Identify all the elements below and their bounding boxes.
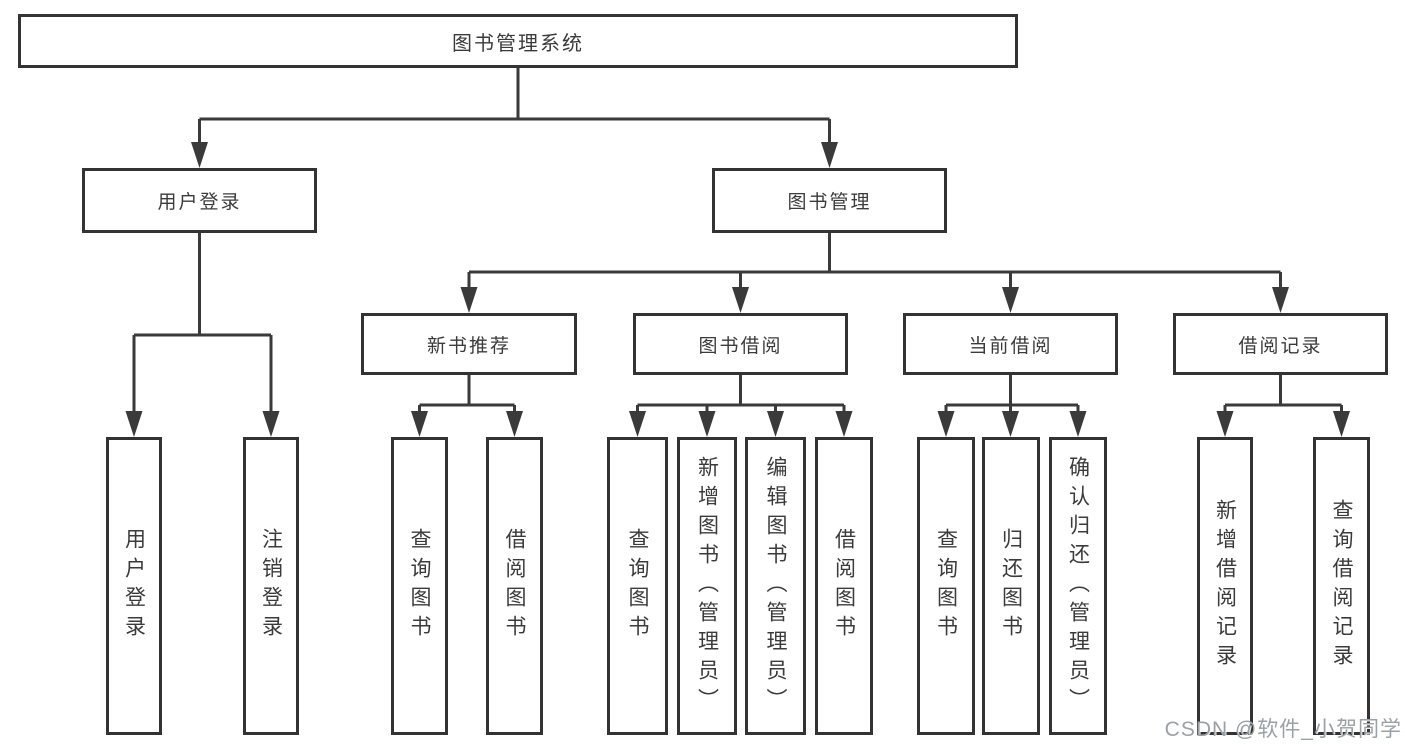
leaf-borrow-query-books-label: 查询图书 — [626, 528, 649, 644]
node-user-login-label: 用户登录 — [157, 192, 242, 213]
leaf-return-books: 归还图书 — [982, 437, 1040, 735]
node-book-management: 图书管理 — [712, 168, 947, 233]
leaf-recommend-query-books-label: 查询图书 — [408, 528, 431, 644]
node-root-label: 图书管理系统 — [452, 32, 584, 55]
leaf-current-query-books: 查询图书 — [917, 437, 975, 735]
leaf-borrow-books-label: 借阅图书 — [832, 528, 856, 644]
node-new-book-recommend-label: 新书推荐 — [426, 335, 511, 357]
leaf-borrow-query-books: 查询图书 — [607, 437, 668, 735]
leaf-query-borrow-record: 查询借阅记录 — [1313, 437, 1370, 735]
leaf-borrow-books: 借阅图书 — [815, 437, 873, 735]
leaf-recommend-query-books: 查询图书 — [391, 437, 448, 735]
leaf-confirm-return-admin-label: 确认归还（管理员） — [1066, 455, 1090, 717]
connector-paths — [132, 68, 1343, 415]
node-book-management-label: 图书管理 — [787, 192, 872, 213]
leaf-logout-label: 注销登录 — [259, 528, 283, 644]
node-borrow-records-label: 借阅记录 — [1238, 335, 1323, 357]
node-current-borrow-label: 当前借阅 — [968, 335, 1053, 357]
leaf-current-query-books-label: 查询图书 — [934, 528, 958, 644]
node-borrow-records: 借阅记录 — [1173, 313, 1388, 375]
leaf-add-books-admin-label: 新增图书（管理员） — [695, 455, 719, 717]
node-book-borrow: 图书借阅 — [633, 313, 848, 375]
node-new-book-recommend: 新书推荐 — [361, 313, 577, 375]
arrowheads — [125, 142, 1350, 437]
leaf-recommend-borrow-books: 借阅图书 — [486, 437, 543, 735]
csdn-watermark: CSDN @软件_小贺同学 — [1164, 718, 1402, 741]
leaf-logout: 注销登录 — [243, 437, 299, 735]
node-root: 图书管理系统 — [18, 14, 1018, 68]
leaf-user-login-label: 用户登录 — [122, 528, 146, 644]
leaf-recommend-borrow-books-label: 借阅图书 — [503, 528, 526, 644]
leaf-user-login: 用户登录 — [106, 437, 162, 735]
leaf-return-books-label: 归还图书 — [999, 528, 1023, 644]
node-current-borrow: 当前借阅 — [903, 313, 1118, 375]
node-book-borrow-label: 图书借阅 — [698, 335, 783, 357]
leaf-add-borrow-record: 新增借阅记录 — [1197, 437, 1253, 735]
leaf-add-borrow-record-label: 新增借阅记录 — [1213, 499, 1237, 673]
leaf-add-books-admin: 新增图书（管理员） — [677, 437, 737, 735]
leaf-edit-books-admin-label: 编辑图书（管理员） — [764, 455, 787, 717]
leaf-confirm-return-admin: 确认归还（管理员） — [1049, 437, 1107, 735]
leaf-query-borrow-record-label: 查询借阅记录 — [1330, 499, 1353, 673]
leaf-edit-books-admin: 编辑图书（管理员） — [745, 437, 806, 735]
node-user-login: 用户登录 — [82, 168, 317, 233]
